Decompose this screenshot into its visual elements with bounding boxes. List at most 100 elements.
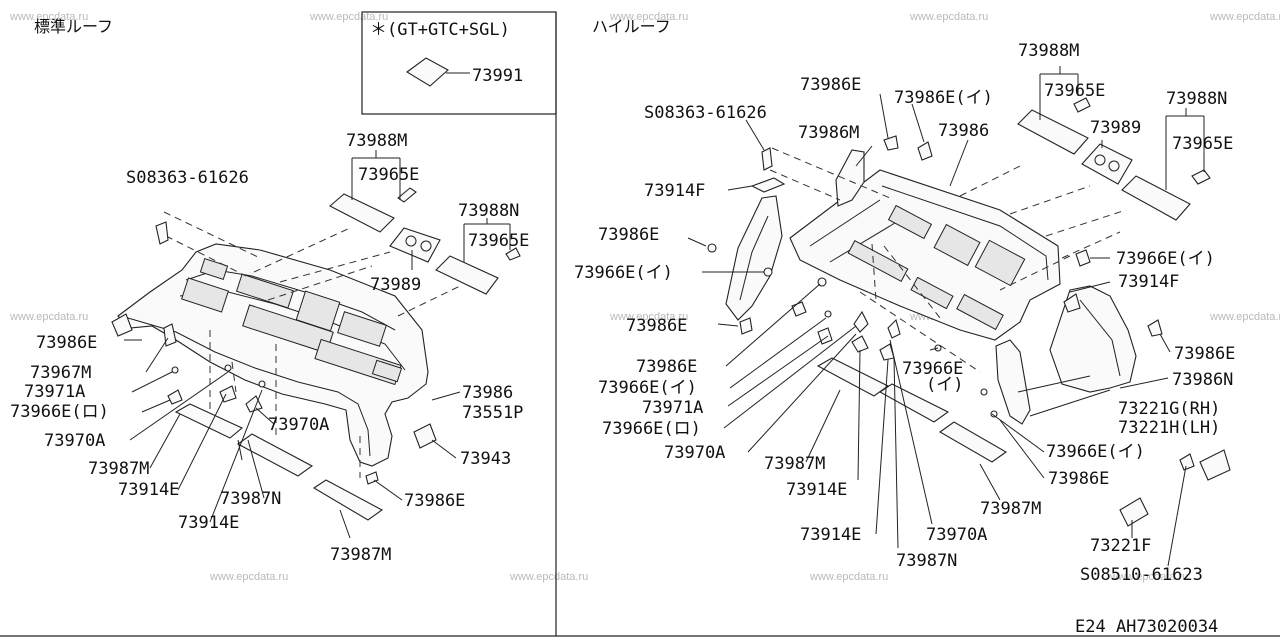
part-label: 73967M bbox=[30, 363, 91, 383]
part-label: 73914E bbox=[786, 480, 847, 500]
part-label: 73970A bbox=[664, 443, 725, 463]
part-label: 73986E bbox=[636, 357, 697, 377]
pad-part bbox=[750, 177, 786, 193]
right-section-title: ハイルーフ bbox=[592, 17, 671, 36]
part-label: 73966E(イ) bbox=[1116, 249, 1215, 269]
part-label: 73987M bbox=[764, 454, 825, 474]
pad-part bbox=[329, 193, 395, 233]
part-label: 73966E(ロ) bbox=[602, 419, 701, 439]
part-label: 73966E(イ) bbox=[574, 263, 673, 283]
pad-part bbox=[435, 255, 499, 295]
strip-part bbox=[938, 421, 1008, 463]
pad-part bbox=[1121, 175, 1191, 221]
part-label: 73986E bbox=[1174, 344, 1235, 364]
part-label: 73971A bbox=[24, 382, 85, 402]
watermark: www.epcdata.ru bbox=[1109, 571, 1188, 583]
watermark: www.epcdata.ru bbox=[609, 11, 688, 23]
part-label: 73986E bbox=[404, 491, 465, 511]
part-label: 73986E bbox=[598, 225, 659, 245]
inset-title: ＊(GT+GTC+SGL) bbox=[370, 20, 510, 40]
part-label: 73221H(LH) bbox=[1118, 418, 1220, 438]
part-label: 73914E bbox=[800, 525, 861, 545]
diagram-code: E24 AH73020034 bbox=[1075, 617, 1218, 637]
part-label: 73914F bbox=[644, 181, 705, 201]
part-label: 73221F bbox=[1090, 536, 1151, 556]
part-label: 73989 bbox=[370, 275, 421, 295]
watermark: www.epcdata.ru bbox=[1209, 311, 1280, 323]
part-label: 73987N bbox=[896, 551, 957, 571]
roof-lining bbox=[789, 169, 1061, 341]
strip-part bbox=[878, 383, 950, 423]
part-label: 73970A bbox=[926, 525, 987, 545]
strip-part bbox=[236, 433, 314, 477]
part-label: 73966E(イ) bbox=[598, 378, 697, 398]
watermark: www.epcdata.ru bbox=[609, 311, 688, 323]
part-label: 73986E bbox=[1048, 469, 1109, 489]
bracket-part bbox=[1119, 497, 1149, 527]
screw-part bbox=[155, 221, 169, 245]
part-label: 73988M bbox=[346, 131, 407, 151]
strip-part bbox=[174, 403, 244, 439]
watermark: www.epcdata.ru bbox=[9, 11, 88, 23]
strip-part bbox=[816, 357, 890, 397]
side-panel bbox=[995, 339, 1031, 425]
part-label: 73986 bbox=[938, 121, 989, 141]
part-label: 73986E bbox=[36, 333, 97, 353]
part-label: 73986N bbox=[1172, 370, 1233, 390]
left-section-title: 標準ルーフ bbox=[34, 17, 113, 36]
part-label: S08363-61626 bbox=[644, 103, 767, 123]
part-label: 73914E bbox=[178, 513, 239, 533]
part-label: 73988M bbox=[1018, 41, 1079, 61]
part-label: 73987N bbox=[220, 489, 281, 509]
part-label: 73986E(イ) bbox=[894, 88, 993, 108]
bracket-part bbox=[1199, 449, 1231, 481]
part-label: 73551P bbox=[462, 403, 523, 423]
watermark: www.epcdata.ru bbox=[209, 571, 288, 583]
part-label: 73966E(ロ) bbox=[10, 402, 109, 422]
watermark: www.epcdata.ru bbox=[909, 11, 988, 23]
watermark: www.epcdata.ru bbox=[809, 571, 888, 583]
side-panel bbox=[725, 195, 783, 321]
part-label: 73986E bbox=[800, 75, 861, 95]
part-label: 73943 bbox=[460, 449, 511, 469]
part-label: 73987M bbox=[330, 545, 391, 565]
part-label: S08510-61623 bbox=[1080, 565, 1203, 585]
part-label: 73986M bbox=[798, 123, 859, 143]
watermark: www.epcdata.ru bbox=[1209, 11, 1280, 23]
pad-part bbox=[1017, 109, 1089, 155]
part-label: 73914E bbox=[118, 480, 179, 500]
part-label: S08363-61626 bbox=[126, 168, 249, 188]
right-labels: 73986E 73986E(イ) 73988M 73965E 73988N S0… bbox=[574, 41, 1235, 585]
part-label: 73965E bbox=[1172, 134, 1233, 154]
part-label: 73986E bbox=[626, 316, 687, 336]
strip-part bbox=[312, 479, 384, 521]
watermark: www.epcdata.ru bbox=[509, 571, 588, 583]
inset-box bbox=[361, 11, 557, 115]
part-label: 73986 bbox=[462, 383, 513, 403]
part-label: 73965E bbox=[468, 231, 529, 251]
lamp-part bbox=[389, 227, 441, 263]
lamp-part bbox=[1081, 143, 1133, 185]
part-label: 73988N bbox=[458, 201, 519, 221]
part-label: 73988N bbox=[1166, 89, 1227, 109]
side-panel bbox=[1049, 285, 1137, 393]
left-drawing bbox=[111, 57, 521, 539]
pad-part bbox=[406, 57, 449, 87]
watermark: www.epcdata.ru bbox=[309, 11, 388, 23]
part-label: 73966E(イ) bbox=[1046, 442, 1145, 462]
right-drawing bbox=[687, 66, 1231, 567]
part-label: 73989 bbox=[1090, 118, 1141, 138]
left-labels: 73991 73988M S08363-61626 73965E 73988N … bbox=[10, 66, 529, 565]
part-label: 73966E bbox=[902, 359, 963, 379]
part-label: 73965E bbox=[358, 165, 419, 185]
part-label: 73987M bbox=[980, 499, 1041, 519]
part-label: 73991 bbox=[472, 66, 523, 86]
part-label: 73914F bbox=[1118, 272, 1179, 292]
part-label: 73987M bbox=[88, 459, 149, 479]
part-label: (イ) bbox=[926, 375, 963, 395]
part-label: 73971A bbox=[642, 398, 703, 418]
part-label: 73970A bbox=[44, 431, 105, 451]
part-label: 73970A bbox=[268, 415, 329, 435]
